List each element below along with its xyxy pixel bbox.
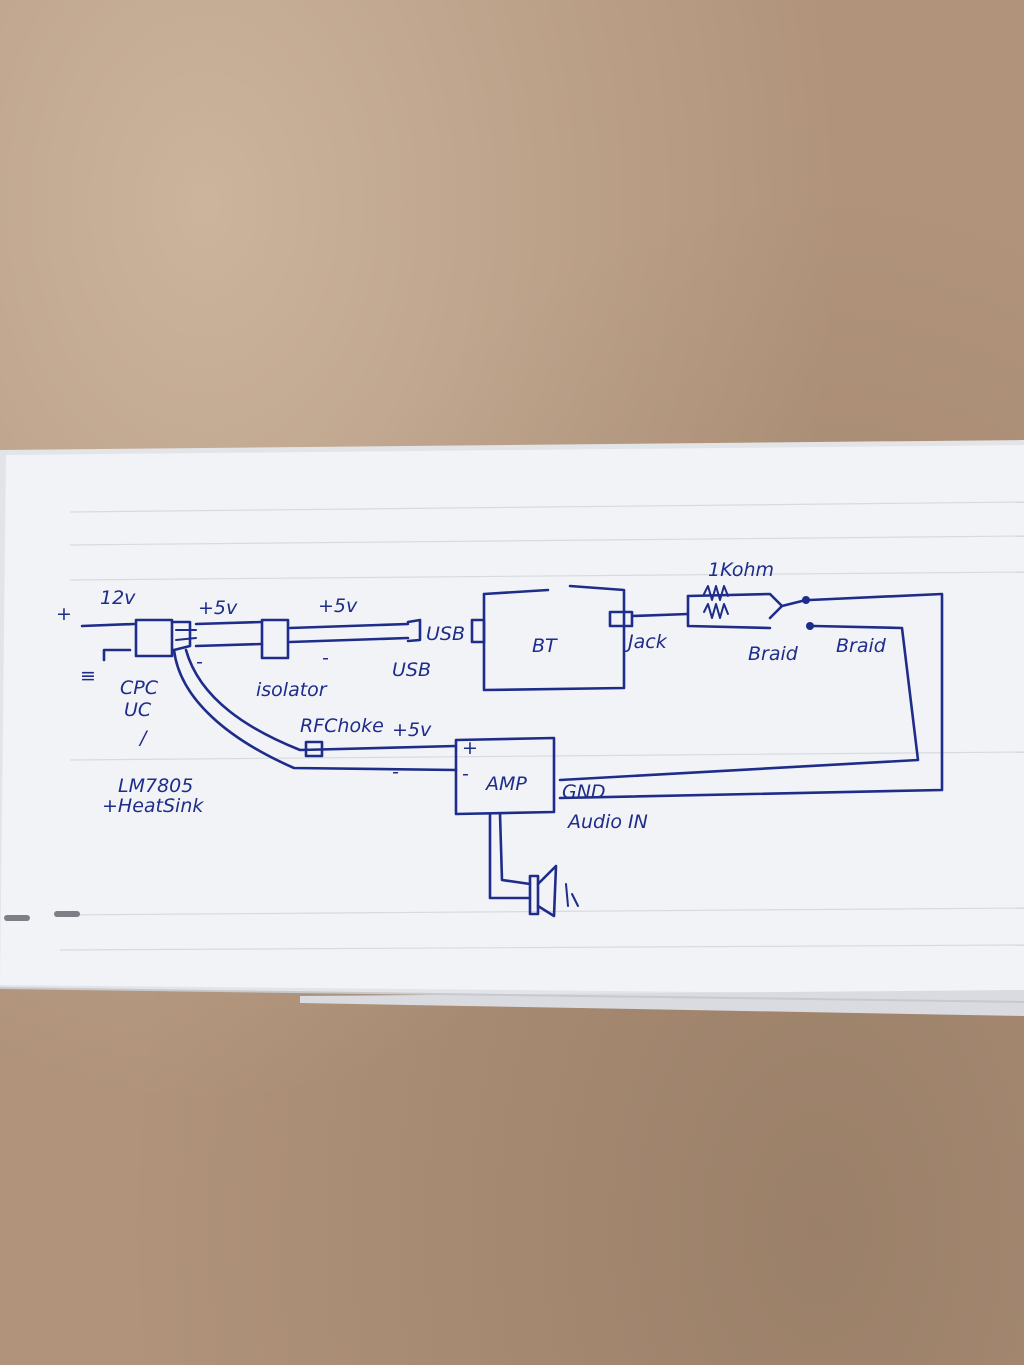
binder-clip-marks (4, 911, 80, 921)
usb-connector-icon (406, 618, 422, 643)
jack-connector-icon (608, 610, 634, 628)
label-audio-in: Audio IN (566, 811, 648, 833)
speaker-wires (488, 812, 532, 900)
bt-module-box (482, 584, 626, 692)
label-amp-minus-wire: - (392, 761, 399, 783)
label-heatsink: +HeatSink (102, 795, 204, 817)
label-amp-plus-pin: + (462, 737, 478, 759)
label-amp-plus-5v: +5v (392, 719, 432, 741)
label-amp-minus-pin: - (462, 763, 469, 785)
label-minus-a: - (196, 651, 203, 673)
label-usb-cable-end: USB (392, 659, 431, 681)
input-plus-wire (80, 622, 136, 628)
usb-cable (288, 622, 410, 644)
label-amp: AMP (484, 773, 527, 795)
label-braid-2: Braid (836, 635, 887, 657)
label-reg-pointer: / (138, 727, 149, 749)
rf-choke-box (304, 740, 324, 758)
label-gnd: GND (562, 781, 606, 803)
label-usb-port: USB (426, 623, 465, 645)
right-return-wires (558, 592, 944, 800)
label-cpc: CPC (120, 677, 159, 699)
label-plus-5v-b: +5v (318, 595, 358, 617)
label-isolator: isolator (256, 679, 328, 701)
braid-terminals (780, 596, 814, 630)
paper-sheet (0, 440, 1024, 1016)
regulator-to-amp-wires (172, 648, 458, 772)
label-plus-5v-a: +5v (198, 597, 238, 619)
faint-table-bleedthrough (59, 501, 1024, 951)
label-resistor: 1Kohm (708, 559, 774, 581)
label-braid-1: Braid (748, 643, 799, 665)
label-bt: BT (532, 635, 558, 657)
amp-box (454, 736, 556, 816)
input-ground-wire (102, 648, 132, 662)
label-regulator-part: LM7805 (118, 775, 193, 797)
isolator-box (260, 618, 290, 660)
label-plus-input: + (56, 603, 72, 625)
minus-wire-a (194, 642, 264, 648)
label-12v: 12v (100, 587, 136, 609)
label-minus-b: - (322, 647, 329, 669)
resistor-symbol (703, 585, 729, 619)
ground-symbol-label: ≡ (80, 665, 96, 687)
plus-5v-wire-a (194, 620, 264, 626)
label-jack: Jack (624, 631, 668, 653)
jack-to-resistor-wires (630, 592, 784, 630)
cpc-connector-box (134, 618, 174, 658)
label-uc: UC (124, 699, 152, 721)
regulator-block (170, 620, 197, 652)
label-rf-choke: RFChoke (300, 715, 384, 737)
speaker-icon (528, 864, 579, 918)
